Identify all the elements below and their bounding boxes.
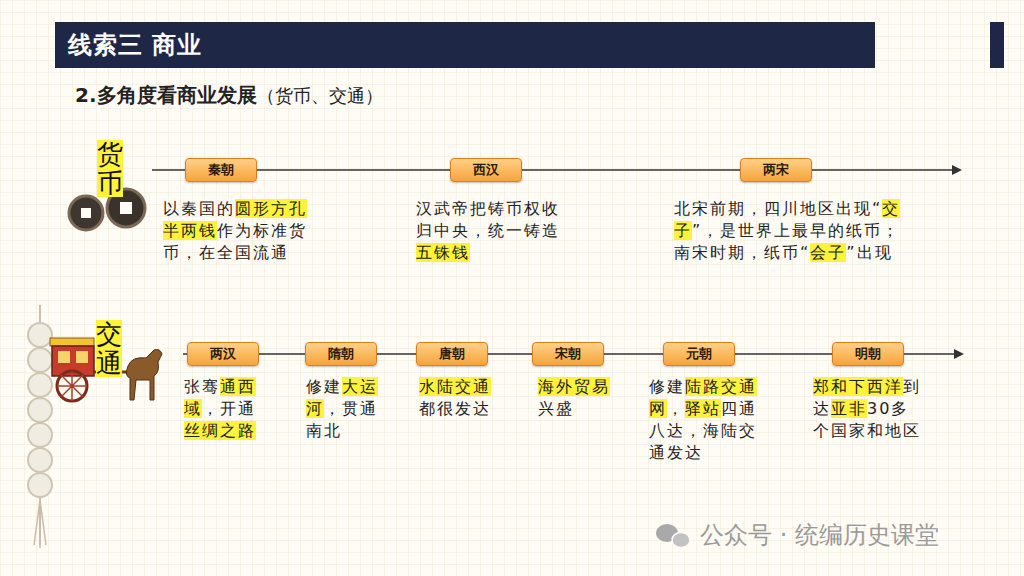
period-name: 宋朝 bbox=[533, 343, 603, 365]
period-name: 秦朝 bbox=[186, 159, 256, 181]
vertical-heading: 交通 bbox=[96, 320, 122, 377]
highlight: 海外贸易 bbox=[538, 377, 610, 396]
period-name: 两汉 bbox=[188, 343, 258, 365]
text-run: ”出现 bbox=[846, 243, 892, 262]
text-run: 都很发达 bbox=[419, 399, 491, 418]
coin-string bbox=[28, 305, 52, 548]
wechat-icon bbox=[656, 524, 690, 548]
period-description: 修建大运河，贯通南北 bbox=[306, 376, 384, 442]
period-description: 郑和下西洋到达亚非30多个国家和地区 bbox=[813, 376, 927, 442]
period-box: 明朝郑和下西洋到达亚非30多个国家和地区 bbox=[832, 342, 904, 366]
timeline-segment bbox=[377, 353, 416, 355]
period-box: 两宋北宋前期，四川地区出现“交子”，是世界上最早的纸币；南宋时期，纸币“会子”出… bbox=[740, 158, 812, 182]
period-description: 以秦国的圆形方孔半两钱作为标准货币，在全国流通 bbox=[163, 198, 313, 264]
text-run: ，开通 bbox=[202, 399, 256, 418]
text-run: 兴盛 bbox=[538, 399, 574, 418]
timeline-segment bbox=[259, 353, 305, 355]
slide-title: 线索三 商业 bbox=[68, 28, 202, 62]
highlight: 五铢钱 bbox=[416, 243, 470, 262]
text-run: （货币、交通） bbox=[257, 85, 383, 106]
period-description: 汉武帝把铸币权收归中央，统一铸造五铢钱 bbox=[416, 198, 566, 264]
highlight: 水陆交通 bbox=[419, 377, 491, 396]
highlight: 会子 bbox=[810, 243, 846, 262]
period-name: 两宋 bbox=[741, 159, 811, 181]
period-box: 西汉汉武帝把铸币权收归中央，统一铸造五铢钱 bbox=[450, 158, 522, 182]
timeline-segment bbox=[735, 353, 832, 355]
period-box: 宋朝海外贸易兴盛 bbox=[532, 342, 604, 366]
highlight: 2.多角度看商业发展 bbox=[75, 83, 257, 107]
period-description: 张骞通西域，开通丝绸之路 bbox=[184, 376, 262, 442]
timeline-segment bbox=[604, 353, 663, 355]
period-box: 两汉张骞通西域，开通丝绸之路 bbox=[187, 342, 259, 366]
period-name: 隋朝 bbox=[306, 343, 376, 365]
highlight: 驿站 bbox=[685, 399, 721, 418]
period-box: 元朝修建陆路交通网，驿站四通八达，海陆交通发达 bbox=[663, 342, 735, 366]
period-description: 海外贸易兴盛 bbox=[538, 376, 616, 420]
period-description: 修建陆路交通网，驿站四通八达，海陆交通发达 bbox=[649, 376, 763, 464]
text-run: 张骞 bbox=[184, 377, 220, 396]
highlight: 亚非 bbox=[831, 399, 867, 418]
period-box: 唐朝水陆交通都很发达 bbox=[416, 342, 488, 366]
highlight: 丝绸之路 bbox=[184, 421, 256, 440]
timeline-ends bbox=[152, 165, 964, 359]
vertical-heading: 货币 bbox=[97, 140, 123, 197]
text-run: 修建 bbox=[649, 377, 685, 396]
period-description: 北宋前期，四川地区出现“交子”，是世界上最早的纸币；南宋时期，纸币“会子”出现 bbox=[674, 198, 914, 264]
period-name: 元朝 bbox=[664, 343, 734, 365]
timeline-segment bbox=[522, 169, 740, 171]
subtitle: 2.多角度看商业发展（货币、交通） bbox=[75, 80, 383, 112]
text-run: ， bbox=[667, 399, 685, 418]
text-run: 修建 bbox=[306, 377, 342, 396]
period-name: 明朝 bbox=[833, 343, 903, 365]
timeline-segment bbox=[257, 169, 450, 171]
text-run: 汉武帝把铸币权收归中央，统一铸造 bbox=[416, 199, 560, 240]
header-bar bbox=[55, 22, 875, 68]
watermark: 公众号 · 统编历史课堂 bbox=[700, 520, 939, 550]
timeline-segment bbox=[488, 353, 532, 355]
header-mark bbox=[990, 22, 1004, 68]
period-description: 水陆交通都很发达 bbox=[419, 376, 497, 420]
period-box: 秦朝以秦国的圆形方孔半两钱作为标准货币，在全国流通 bbox=[185, 158, 257, 182]
period-name: 西汉 bbox=[451, 159, 521, 181]
period-box: 隋朝修建大运河，贯通南北 bbox=[305, 342, 377, 366]
period-name: 唐朝 bbox=[417, 343, 487, 365]
text-run: 以秦国的 bbox=[163, 199, 235, 218]
highlight: 郑和下西洋 bbox=[813, 377, 903, 396]
text-run: 北宋前期，四川地区出现“ bbox=[674, 199, 882, 218]
